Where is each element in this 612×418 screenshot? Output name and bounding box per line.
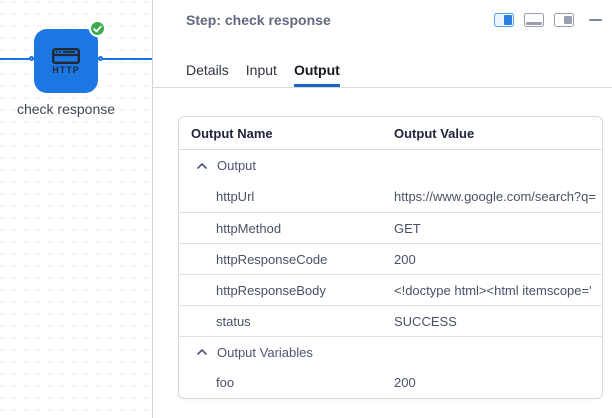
check-icon xyxy=(93,25,102,32)
output-value: https://www.google.com/search?q= xyxy=(394,189,596,204)
panel-divider xyxy=(152,0,153,418)
output-value: 200 xyxy=(394,251,416,267)
output-value: <!doctype html><html itemscope=' xyxy=(394,282,592,298)
column-output-name: Output Name xyxy=(191,125,273,141)
group-label: Output Variables xyxy=(217,344,313,360)
output-row-httpMethod[interactable]: httpMethod GET xyxy=(179,212,602,243)
tab-details[interactable]: Details xyxy=(186,62,229,78)
output-value: 200 xyxy=(394,375,416,390)
group-row[interactable]: Output xyxy=(179,150,602,181)
http-icon: HTTP xyxy=(52,47,80,75)
panel-toolbar xyxy=(494,12,602,27)
output-name: httpUrl xyxy=(216,189,255,204)
node-type-label: HTTP xyxy=(52,64,80,75)
output-name: httpMethod xyxy=(216,220,282,236)
layout-right-panel-icon[interactable] xyxy=(554,13,574,27)
column-output-value: Output Value xyxy=(394,125,475,141)
success-check-badge xyxy=(89,20,106,37)
node-name-label: check response xyxy=(16,101,116,117)
output-row-httpUrl[interactable]: httpUrl https://www.google.com/search?q= xyxy=(179,181,602,212)
workflow-canvas[interactable]: HTTP check response xyxy=(0,0,152,418)
output-row-foo[interactable]: foo 200 xyxy=(179,367,602,398)
output-value: GET xyxy=(394,220,421,236)
output-value: SUCCESS xyxy=(394,313,457,329)
node-port-right[interactable] xyxy=(98,56,103,61)
layout-bottom-panel-icon[interactable] xyxy=(524,13,544,27)
http-step-node[interactable]: HTTP xyxy=(29,20,106,93)
tab-bar: Details Input Output xyxy=(153,40,612,88)
node-port-left[interactable] xyxy=(29,56,34,61)
chevron-up-icon[interactable] xyxy=(197,162,208,169)
panel-title: Step: check response xyxy=(186,12,331,28)
output-row-status[interactable]: status SUCCESS xyxy=(179,305,602,336)
output-name: httpResponseBody xyxy=(216,282,326,298)
group-label: Output xyxy=(217,158,257,173)
output-name: status xyxy=(216,313,251,329)
output-row-httpResponseCode[interactable]: httpResponseCode 200 xyxy=(179,243,602,274)
output-name: foo xyxy=(216,375,235,390)
layout-split-right-icon[interactable] xyxy=(494,13,514,27)
panel-header: Step: check response xyxy=(153,0,612,40)
output-name: httpResponseCode xyxy=(216,251,328,267)
chevron-up-icon[interactable] xyxy=(197,349,208,355)
group-row[interactable]: Output Variables xyxy=(179,336,602,367)
tab-output[interactable]: Output xyxy=(293,62,340,87)
output-row-httpResponseBody[interactable]: httpResponseBody <!doctype html><html ite… xyxy=(179,274,602,305)
tab-input[interactable]: Input xyxy=(245,62,277,78)
output-table-body: Output httpUrl https://www.google.com/sear… xyxy=(179,150,602,398)
minimize-icon[interactable] xyxy=(589,19,602,21)
output-table-header: Output Name Output Value xyxy=(179,117,602,150)
